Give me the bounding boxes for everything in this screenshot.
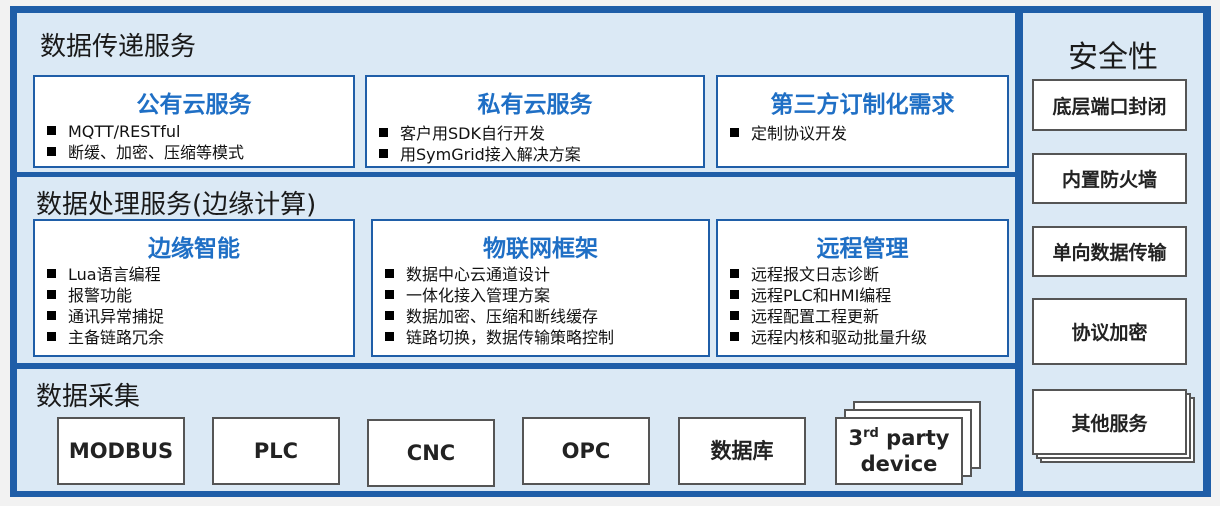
- card-private-cloud: 私有云服务 客户用SDK自行开发 用SymGrid接入解决方案: [365, 75, 705, 168]
- list-item: 断缓、加密、压缩等模式: [47, 142, 349, 163]
- card-title: 第三方订制化需求: [770, 92, 955, 118]
- security-item-encryption: 协议加密: [1032, 298, 1187, 365]
- security-item-one-way: 单向数据传输: [1032, 226, 1187, 277]
- card-title: 物联网框架: [483, 236, 598, 262]
- processing-layer-title: 数据处理服务(边缘计算): [36, 190, 317, 220]
- security-item-firewall: 内置防火墙: [1032, 153, 1187, 204]
- source-opc: OPC: [522, 417, 650, 485]
- card-title: 公有云服务: [136, 92, 252, 118]
- third-party-line1: 3rd party: [848, 426, 950, 450]
- source-third-party-device: 3rd party device: [835, 417, 963, 485]
- list-item: 远程PLC和HMI编程: [730, 285, 1003, 306]
- list-item: 报警功能: [47, 285, 349, 306]
- card-remote-management: 远程管理 远程报文日志诊断 远程PLC和HMI编程 远程配置工程更新 远程内核和…: [716, 219, 1009, 357]
- list-item: 数据加密、压缩和断线缓存: [385, 306, 704, 327]
- source-cnc: CNC: [367, 419, 495, 487]
- source-modbus: MODBUS: [57, 417, 185, 485]
- list-item: 远程内核和驱动批量升级: [730, 327, 1003, 348]
- list-item: 链路切换，数据传输策略控制: [385, 327, 704, 348]
- transfer-layer-title: 数据传递服务: [40, 32, 197, 62]
- security-title: 安全性: [1068, 40, 1158, 75]
- list-item: 远程配置工程更新: [730, 306, 1003, 327]
- list-item: 用SymGrid接入解决方案: [379, 144, 699, 165]
- card-iot-framework: 物联网框架 数据中心云通道设计 一体化接入管理方案 数据加密、压缩和断线缓存 链…: [371, 219, 710, 357]
- list-item: Lua语言编程: [47, 264, 349, 285]
- collection-layer-title: 数据采集: [36, 382, 141, 412]
- list-item: 数据中心云通道设计: [385, 264, 704, 285]
- card-public-cloud: 公有云服务 MQTT/RESTful 断缓、加密、压缩等模式: [33, 75, 355, 168]
- source-plc: PLC: [212, 417, 340, 485]
- card-third-party-custom: 第三方订制化需求 定制协议开发: [716, 75, 1009, 168]
- list-item: 远程报文日志诊断: [730, 264, 1003, 285]
- list-item: 主备链路冗余: [47, 327, 349, 348]
- list-item: MQTT/RESTful: [47, 121, 349, 142]
- card-title: 远程管理: [816, 236, 909, 262]
- list-item: 客户用SDK自行开发: [379, 123, 699, 144]
- card-edge-intelligence: 边缘智能 Lua语言编程 报警功能 通讯异常捕捉 主备链路冗余: [33, 219, 355, 357]
- source-database: 数据库: [678, 417, 806, 485]
- list-item: 通讯异常捕捉: [47, 306, 349, 327]
- card-title: 私有云服务: [477, 92, 593, 118]
- security-item-other-services: 其他服务: [1032, 389, 1187, 455]
- card-title: 边缘智能: [148, 236, 240, 262]
- security-item-port-closure: 底层端口封闭: [1032, 79, 1187, 131]
- list-item: 定制协议开发: [730, 123, 1003, 144]
- list-item: 一体化接入管理方案: [385, 285, 704, 306]
- third-party-line2: device: [860, 452, 938, 476]
